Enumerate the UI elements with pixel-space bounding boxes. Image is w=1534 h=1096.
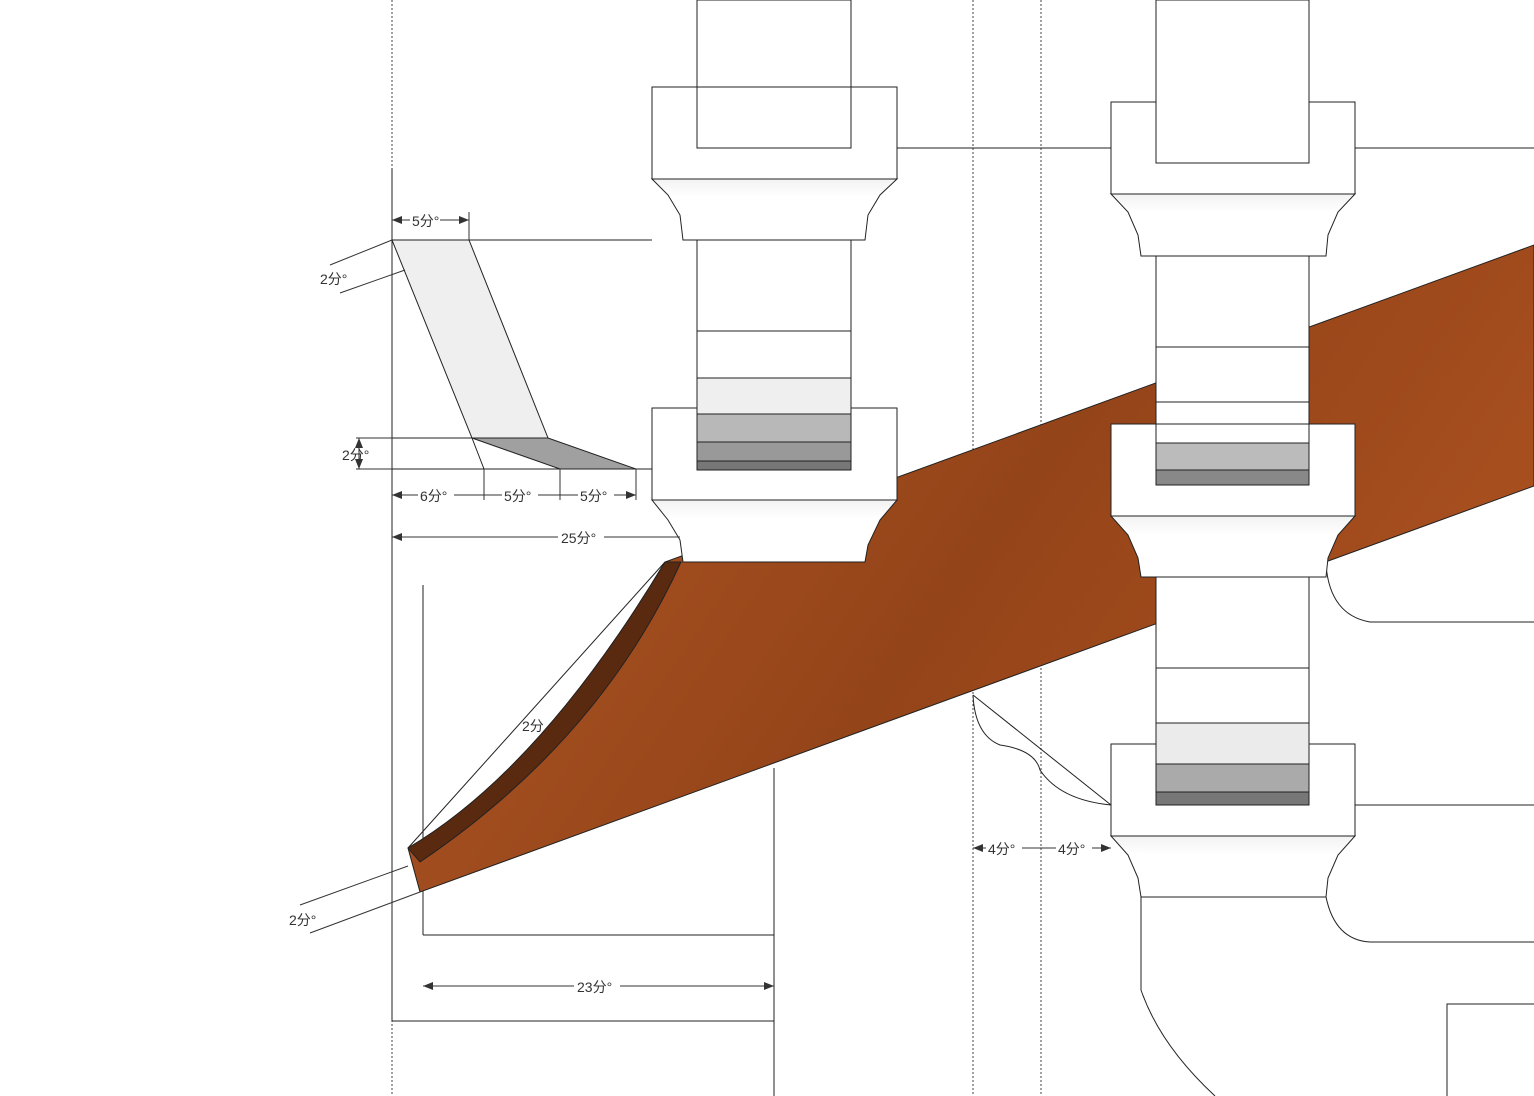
right-profile xyxy=(1140,564,1534,1096)
right-column xyxy=(1109,0,1357,898)
dim-gap2: 4分° xyxy=(1058,841,1085,857)
dim-base: 23分° xyxy=(577,979,612,995)
dim-gap1: 4分° xyxy=(988,841,1015,857)
slanted-member xyxy=(391,239,637,470)
dim-seg2: 5分° xyxy=(504,488,531,504)
dim-seg3: 5分° xyxy=(580,488,607,504)
guide-lines xyxy=(391,0,1534,1096)
dim-beam-thickness: 2分° xyxy=(289,912,316,928)
wood-beam xyxy=(407,244,1534,893)
dim-slant-thickness: 2分° xyxy=(320,271,347,287)
dim-curve-thickness: 2分 xyxy=(522,718,544,734)
dim-seg1: 6分° xyxy=(420,488,447,504)
dim-total: 25分° xyxy=(561,530,596,546)
left-column xyxy=(650,0,899,563)
dim-top-width: 5分° xyxy=(412,213,439,229)
dim-lower-height: 2分° xyxy=(342,447,369,463)
dimension-labels: 5分° 2分° 2分° 6分° 5分° 5分° 25分° 2分 2分° 23分°… xyxy=(289,212,1092,995)
